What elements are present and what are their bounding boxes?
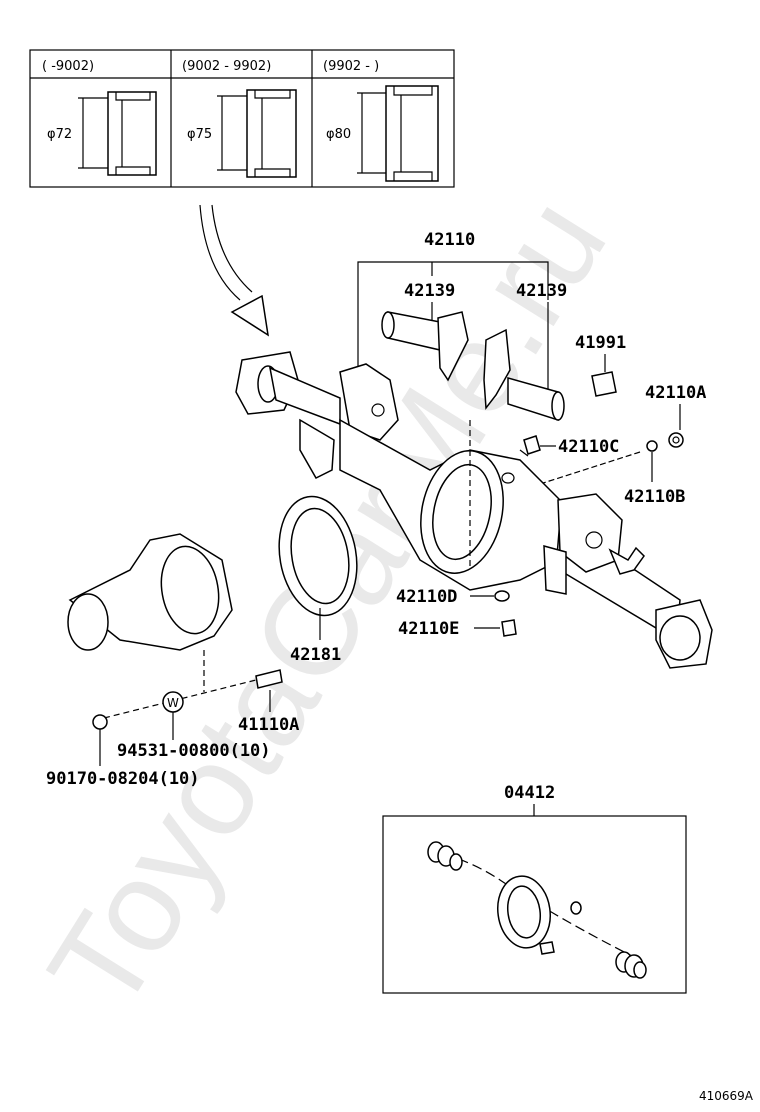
variant-diameter-2: φ75 bbox=[187, 127, 212, 142]
bushing-phi80-icon bbox=[357, 85, 439, 182]
label-41110A: 41110A bbox=[238, 715, 299, 735]
label-90170: 90170-08204(10) bbox=[46, 769, 200, 789]
plug-42110D-icon bbox=[494, 590, 510, 602]
label-42110B: 42110B bbox=[624, 487, 685, 507]
axle-sleeve-right bbox=[483, 328, 565, 422]
variant-range-3: (9902 - ) bbox=[323, 59, 379, 74]
washer-42110B-icon bbox=[646, 440, 658, 452]
label-41991: 41991 bbox=[575, 333, 626, 353]
axle-housing bbox=[235, 351, 713, 669]
label-42181: 42181 bbox=[290, 645, 341, 665]
gasket-42181-icon bbox=[278, 495, 358, 617]
label-42110D: 42110D bbox=[396, 587, 457, 607]
plate-41991-icon bbox=[591, 371, 617, 397]
label-42110E: 42110E bbox=[398, 619, 459, 639]
bushing-phi75-icon bbox=[217, 89, 297, 178]
variant-table: ( -9002) (9002 - 9902) (9902 - ) φ72 φ75 bbox=[29, 49, 455, 188]
label-42110: 42110 bbox=[424, 230, 475, 250]
washer-mark: W bbox=[167, 696, 179, 710]
curved-arrow-icon bbox=[199, 204, 269, 337]
kit-04412-parts-icon bbox=[427, 841, 647, 979]
label-42110C: 42110C bbox=[558, 437, 619, 457]
variant-range-1: ( -9002) bbox=[42, 59, 94, 74]
breather-42110C-icon bbox=[523, 435, 541, 455]
label-94531: 94531-00800(10) bbox=[117, 741, 271, 761]
nut-90170-icon bbox=[92, 714, 108, 730]
variant-range-2: (9002 - 9902) bbox=[182, 59, 271, 74]
stud-41110A-icon bbox=[255, 669, 283, 689]
label-42139-right: 42139 bbox=[516, 281, 567, 301]
figure-code: 410669A bbox=[699, 1089, 754, 1103]
nut-42110A-icon bbox=[668, 432, 684, 448]
bushing-phi72-icon bbox=[78, 91, 157, 176]
plug-42110E-icon bbox=[501, 619, 517, 637]
variant-diameter-1: φ72 bbox=[47, 127, 72, 142]
label-42139-left: 42139 bbox=[404, 281, 455, 301]
label-42110A: 42110A bbox=[645, 383, 706, 403]
axle-sleeve-left bbox=[381, 311, 469, 382]
differential-carrier-icon bbox=[67, 533, 233, 651]
label-04412: 04412 bbox=[504, 783, 555, 803]
variant-diameter-3: φ80 bbox=[326, 127, 351, 142]
kit-04412-box bbox=[382, 815, 687, 994]
